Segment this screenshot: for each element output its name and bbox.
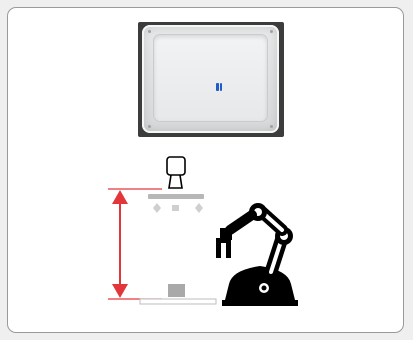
workpiece-icon [140,284,216,304]
light-bar-icon [148,194,204,213]
camera-icon [167,157,185,188]
distance-arrow-icon [108,189,162,299]
robot-arm-icon [216,203,298,306]
